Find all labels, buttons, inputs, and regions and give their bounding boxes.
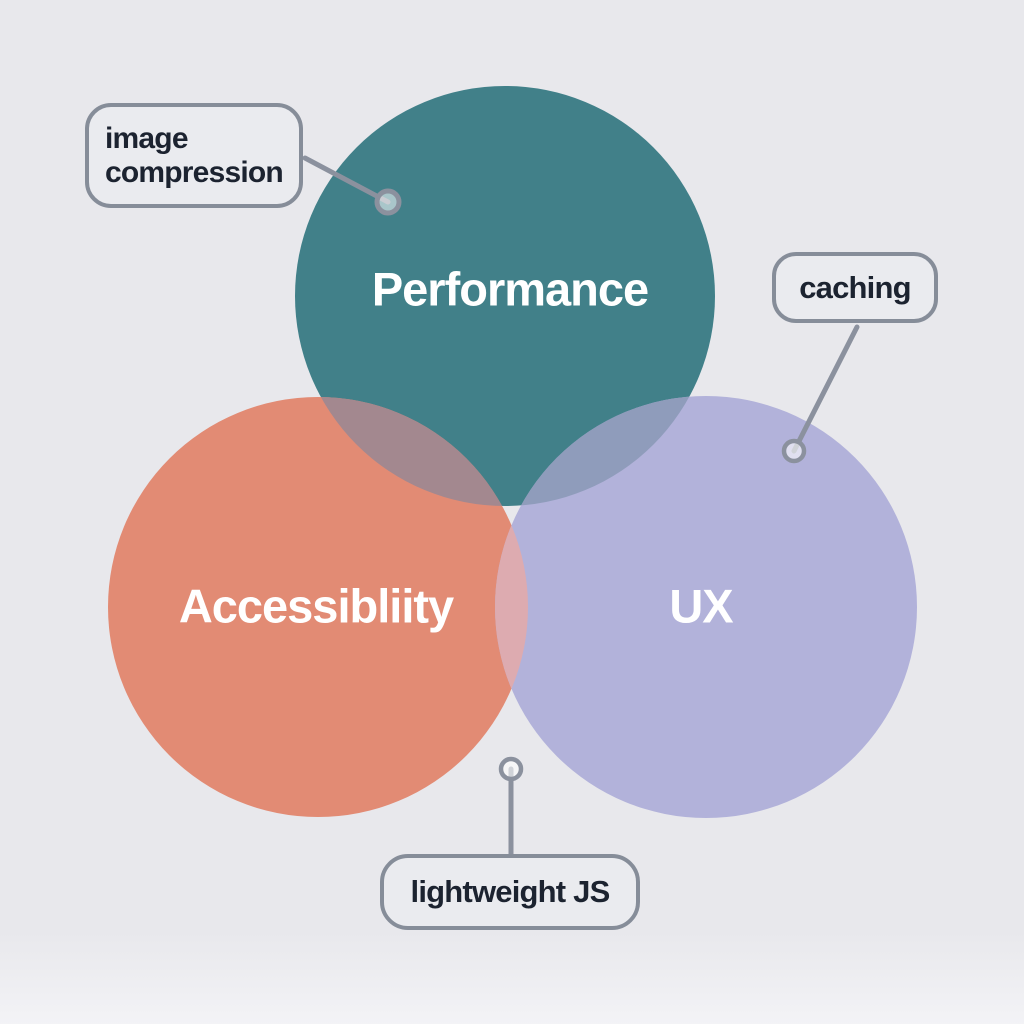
callout-image-compression: image compression <box>85 103 303 208</box>
background-bottom-glow <box>0 930 1024 1024</box>
accessibility-circle <box>108 397 528 817</box>
callout-caching-label: caching <box>799 269 911 305</box>
connector-dot-lightweight-js <box>498 756 524 782</box>
performance-circle <box>295 86 715 506</box>
ux-circle <box>495 396 917 818</box>
connector-line-image-compression <box>302 155 391 205</box>
connector-dot-caching <box>781 438 807 464</box>
connector-dot-image-compression <box>374 188 402 216</box>
callout-lightweight-js-label: lightweight JS <box>410 874 611 910</box>
callout-image-compression-label: image compression <box>105 121 284 189</box>
accessibility-label: Accessibliity <box>178 579 454 633</box>
callout-caching: caching <box>772 252 938 323</box>
callout-lightweight-js: lightweight JS <box>380 854 640 930</box>
connector-line-caching <box>791 324 860 454</box>
ux-label: UX <box>669 579 733 633</box>
performance-label: Performance <box>371 262 649 316</box>
